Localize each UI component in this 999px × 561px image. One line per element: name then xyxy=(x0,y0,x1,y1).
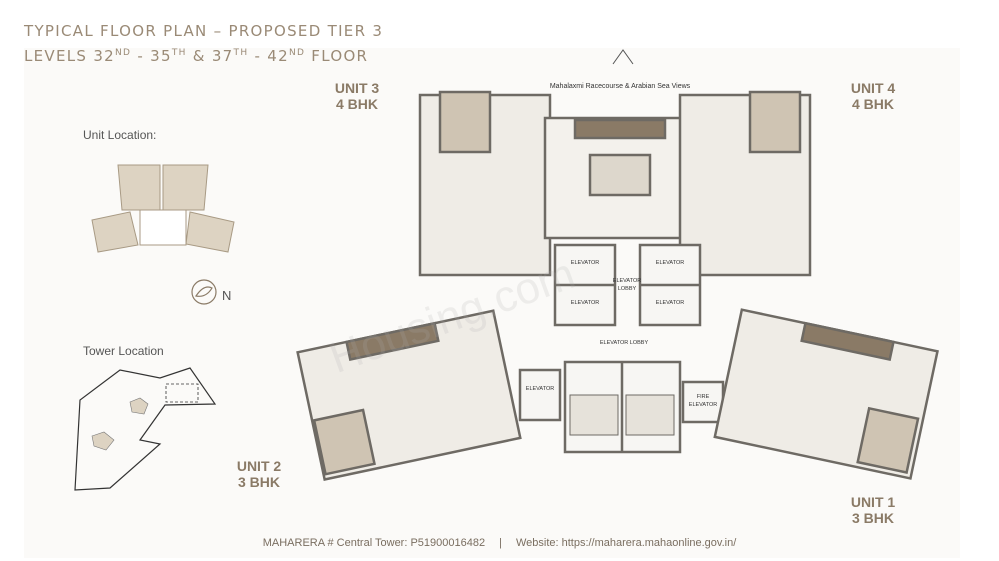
title-line-1: TYPICAL FLOOR PLAN – PROPOSED TIER 3 xyxy=(24,22,384,40)
lobby-label-2: LOBBY xyxy=(618,286,637,292)
plan xyxy=(296,90,939,481)
views-label: Mahalaxmi Racecourse & Arabian Sea Views xyxy=(550,83,691,90)
tower-location-map xyxy=(74,367,217,491)
elevator-label: ELEVATOR xyxy=(526,386,554,392)
elevator-label: ELEVATOR xyxy=(656,300,684,306)
website-text: Website: https://maharera.mahaonline.gov… xyxy=(515,537,737,549)
compass-icon xyxy=(191,279,217,305)
unit-location-keyplan xyxy=(91,164,235,253)
elevator-lobby-label: ELEVATOR LOBBY xyxy=(600,340,649,346)
fire-elevator-label-2: ELEVATOR xyxy=(689,402,717,408)
elevator-label: ELEVATOR xyxy=(571,260,599,266)
view-arrow-icon xyxy=(612,49,634,65)
title-line-2: LEVELS 32ND - 35TH & 37TH - 42ND FLOOR xyxy=(24,47,369,65)
footer: MAHARERA # Central Tower: P51900016482|W… xyxy=(262,537,737,549)
fire-elevator-label-1: FIRE xyxy=(697,394,710,400)
tower-location-label: Tower Location xyxy=(83,344,164,358)
elevator-label: ELEVATOR xyxy=(571,300,599,306)
page-title: TYPICAL FLOOR PLAN – PROPOSED TIER 3 LEV… xyxy=(24,20,383,67)
compass-label: N xyxy=(222,288,232,303)
rera-number: MAHARERA # Central Tower: P51900016482 xyxy=(262,537,486,549)
unit-location-label: Unit Location: xyxy=(83,128,157,142)
lobby-label-1: ELEVATOR xyxy=(613,278,641,284)
elevator-label: ELEVATOR xyxy=(656,260,684,266)
